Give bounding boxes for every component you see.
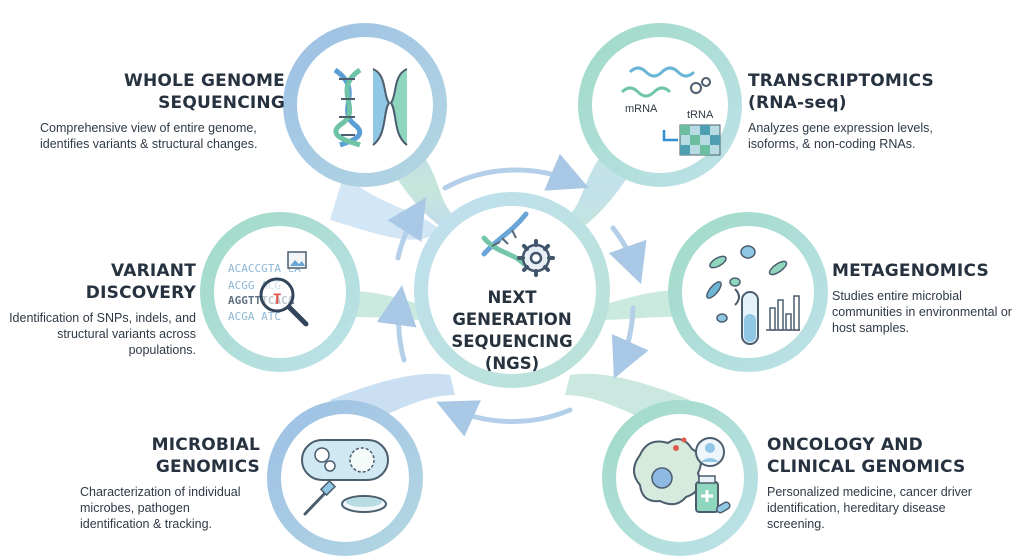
microbial-genomics-title-1: MICROBIAL bbox=[151, 435, 260, 455]
center-title: NEXT GENERATION SEQUENCING (NGS) bbox=[432, 287, 592, 375]
magnifier-icon: T bbox=[259, 277, 309, 327]
sequence-row-4: ACGA ATC bbox=[228, 310, 281, 323]
cycle-arrows bbox=[376, 153, 649, 437]
petri-dish-icon bbox=[301, 439, 389, 513]
svg-text:T: T bbox=[273, 292, 281, 308]
image-icon bbox=[287, 251, 307, 269]
node-microbial-genomics bbox=[267, 400, 423, 556]
transcriptomics-title-1: TRANSCRIPTOMICS bbox=[748, 71, 934, 91]
node-oncology bbox=[602, 400, 758, 556]
variant-discovery-label: VARIANT DISCOVERY Identification of SNPs… bbox=[8, 260, 196, 358]
trna-label: tRNA bbox=[687, 109, 714, 121]
metagenomics-label: METAGENOMICS Studies entire microbial co… bbox=[832, 260, 1017, 336]
microbial-genomics-title-2: GENOMICS bbox=[155, 457, 260, 477]
center-title-line-1: NEXT bbox=[487, 288, 537, 307]
oncology-label: ONCOLOGY AND CLINICAL GENOMICS Personali… bbox=[767, 434, 987, 532]
node-whole-genome bbox=[283, 23, 447, 187]
microbial-genomics-description: Characterization of individual microbes,… bbox=[80, 485, 241, 531]
dna-chromosome-icon bbox=[333, 67, 408, 148]
patient-icon bbox=[695, 437, 725, 467]
node-variant-discovery: ACACCGTA CA ACGG ACG AGGTTTCACA ACGA ATC… bbox=[200, 212, 360, 372]
whole-genome-label: WHOLE GENOME SEQUENCING Comprehensive vi… bbox=[20, 70, 285, 152]
microbial-genomics-label: MICROBIAL GENOMICS Characterization of i… bbox=[70, 434, 260, 532]
transcriptomics-title-2: (RNA-seq) bbox=[748, 93, 847, 113]
bar-chart-icon bbox=[766, 295, 800, 331]
node-transcriptomics: mRNA tRNA bbox=[578, 23, 742, 187]
rna-icon bbox=[620, 66, 721, 156]
medicine-bottle-icon bbox=[695, 475, 731, 514]
oncology-title-1: ONCOLOGY AND bbox=[767, 435, 923, 455]
cancer-cell-icon bbox=[633, 437, 702, 506]
whole-genome-description: Comprehensive view of entire genome, ide… bbox=[40, 121, 258, 151]
variant-discovery-title: VARIANT DISCOVERY bbox=[85, 261, 196, 303]
center-title-line-4: (NGS) bbox=[484, 354, 540, 373]
oncology-title-2: CLINICAL GENOMICS bbox=[767, 457, 966, 477]
heatmap-icon bbox=[679, 124, 721, 156]
center-title-line-2: GENERATION bbox=[452, 310, 572, 329]
dna-gear-icon bbox=[481, 211, 555, 277]
whole-genome-title-1: WHOLE GENOME bbox=[124, 71, 285, 91]
node-metagenomics bbox=[668, 212, 828, 372]
whole-genome-title-2: SEQUENCING bbox=[158, 93, 285, 113]
metagenomics-title: METAGENOMICS bbox=[832, 261, 989, 281]
microbes-icon bbox=[706, 245, 788, 323]
test-tube-icon bbox=[741, 291, 759, 345]
mrna-label: mRNA bbox=[625, 103, 658, 115]
center-node bbox=[414, 192, 610, 388]
sequence-row-1: ACACCGTA CA bbox=[228, 262, 301, 275]
metagenomics-description: Studies entire microbial communities in … bbox=[832, 289, 1012, 335]
pipette-icon bbox=[303, 479, 337, 516]
center-title-line-3: SEQUENCING bbox=[451, 332, 573, 351]
oncology-description: Personalized medicine, cancer driver ide… bbox=[767, 485, 972, 531]
transcriptomics-label: TRANSCRIPTOMICS (RNA-seq) Analyzes gene … bbox=[748, 70, 978, 152]
variant-discovery-description: Identification of SNPs, indels, and stru… bbox=[9, 311, 196, 357]
transcriptomics-description: Analyzes gene expression levels, isoform… bbox=[748, 121, 933, 151]
